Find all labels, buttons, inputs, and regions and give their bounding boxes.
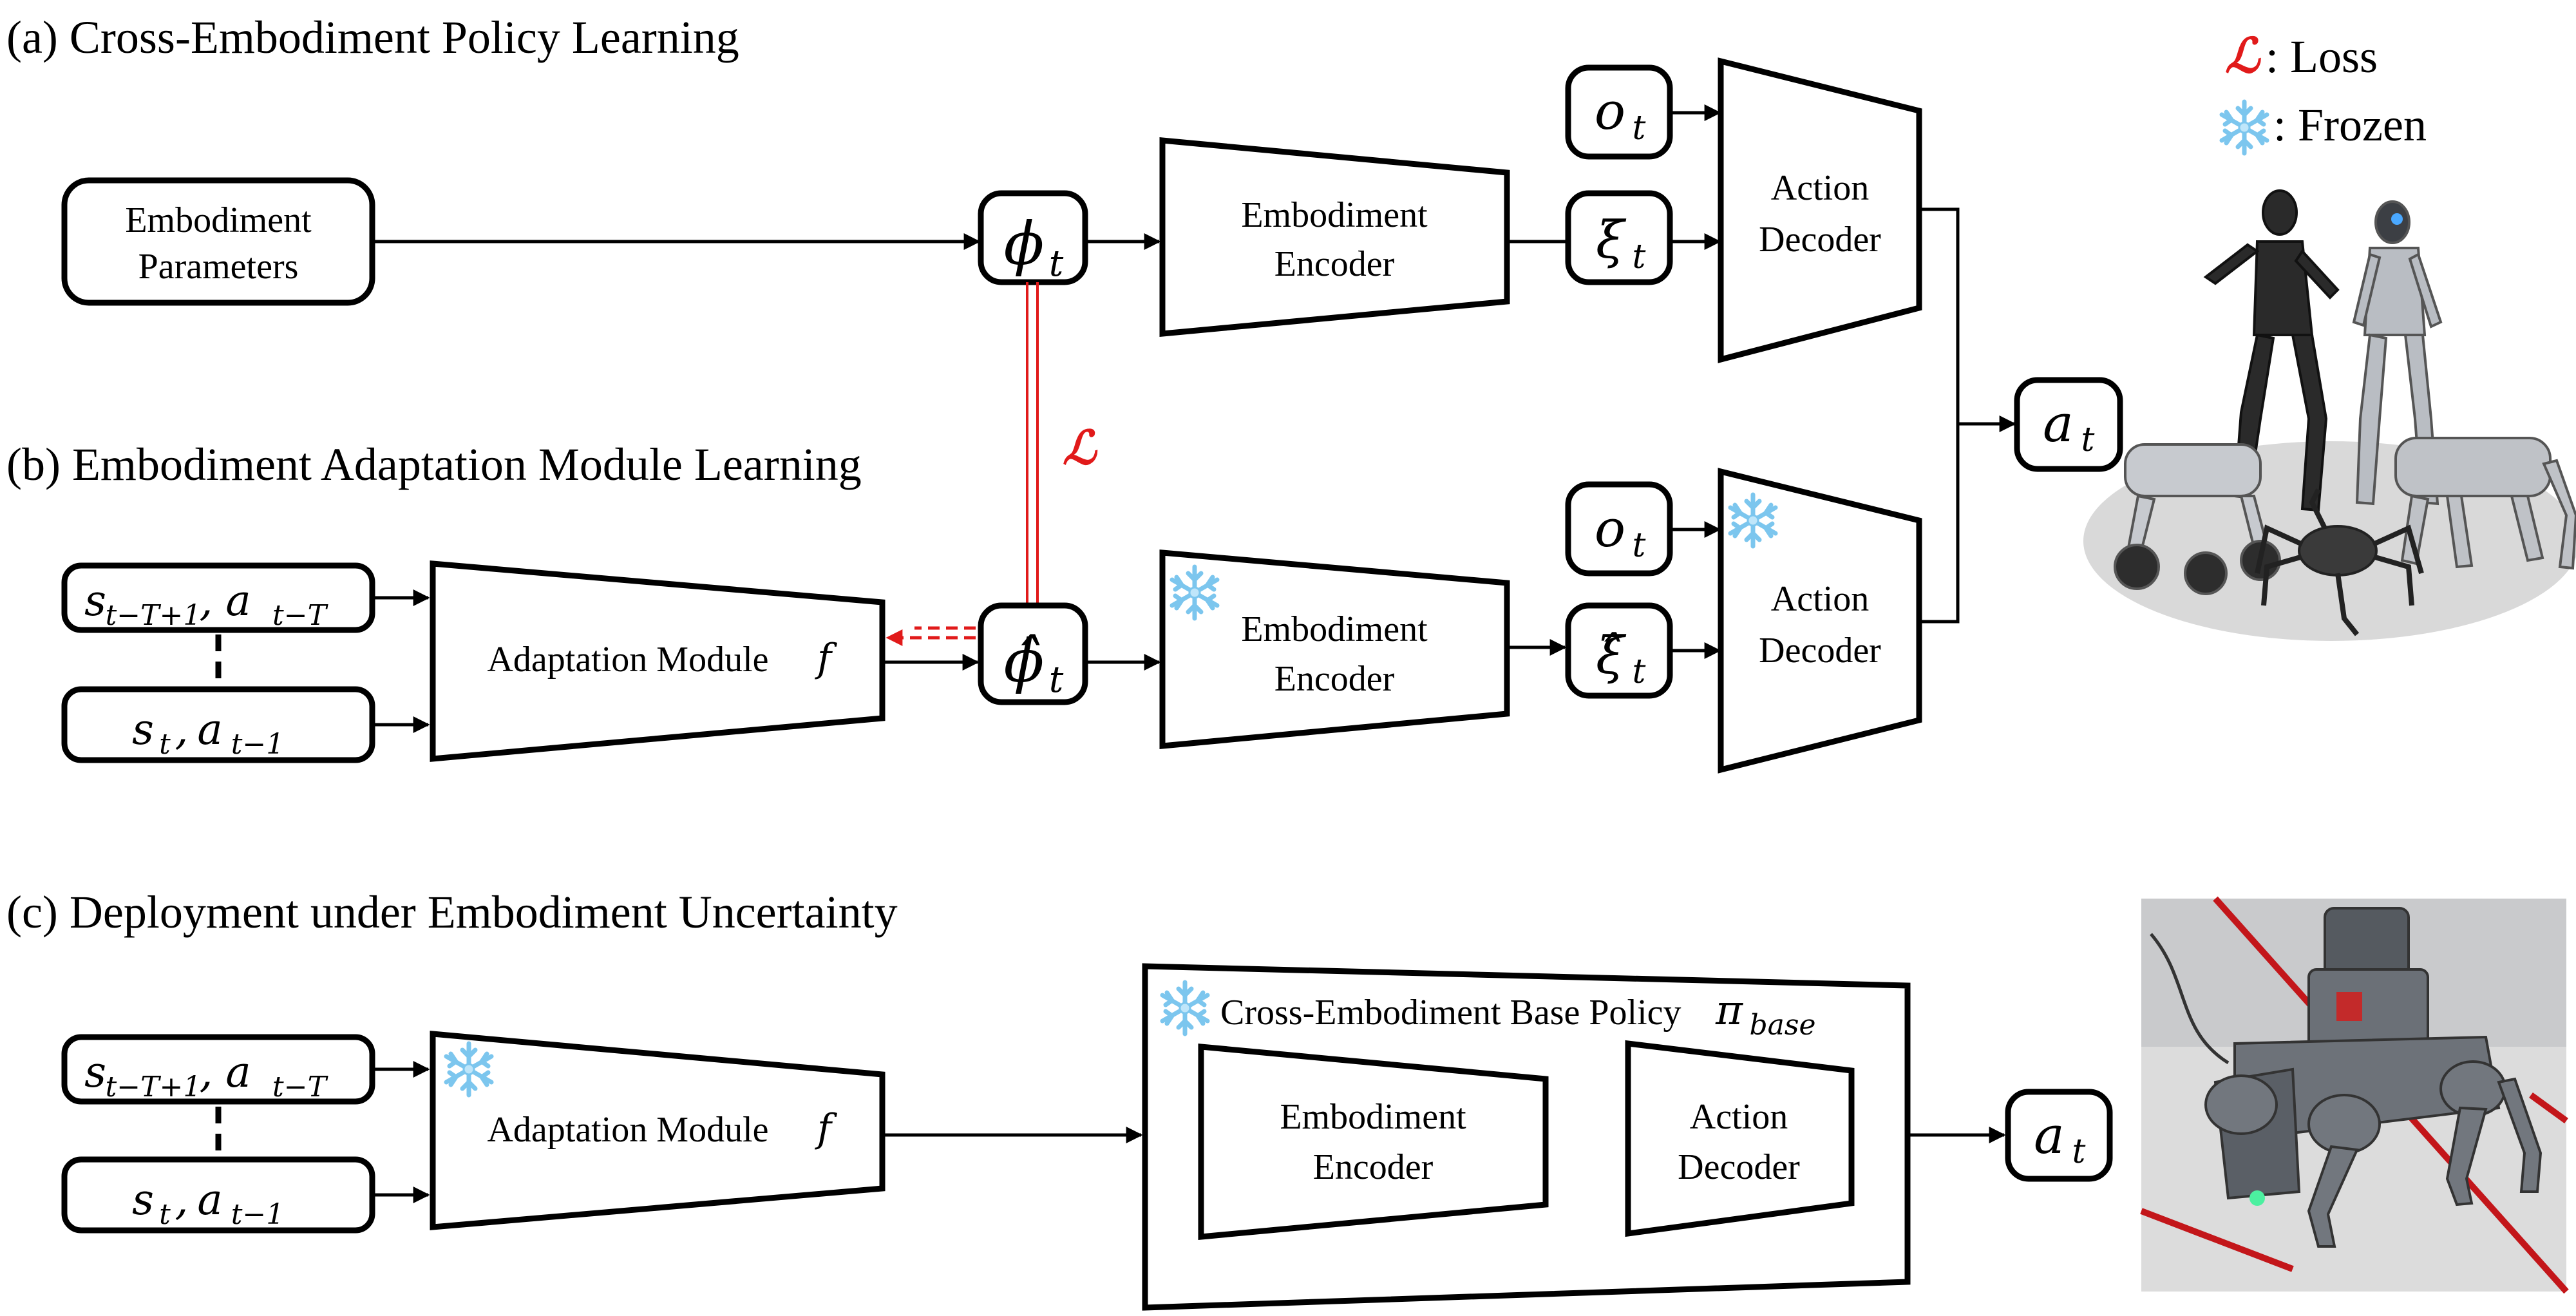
history-2-c-s: s [132,1175,154,1225]
embodiment-encoder-a [1159,137,1510,337]
action-decoder-a-label-1: Action [1771,168,1869,208]
embodiment-parameters-label-2: Parameters [138,247,299,287]
action-decoder-c-label-2: Decoder [1678,1147,1800,1187]
legend-snowflake-icon [2222,102,2267,153]
history-2-b-s: s [132,705,154,754]
history-2-b-ssub: t [159,728,171,761]
base-policy-pi-sub: base [1749,1009,1815,1042]
xi-t-subscript-a: t [1633,238,1646,276]
history-1-b-ssub: t−T+1 [106,599,202,632]
action-decoder-c-label-1: Action [1690,1097,1788,1137]
adaptation-module-c [430,1031,886,1230]
history-1-c-a: a [225,1047,251,1097]
embodiment-encoder-b-label-2: Encoder [1274,659,1395,699]
history-2-c-asub: t−1 [231,1198,285,1231]
loss-symbol: ℒ [1063,420,1098,475]
history-1-b-comma: , [200,576,213,625]
action-decoder-b [1718,468,1922,774]
embodiment-encoder-c [1198,1044,1549,1240]
base-policy-title: Cross-Embodiment Base Policy [1220,993,1681,1033]
legend-frozen-label: : Frozen [2273,99,2427,151]
history-2-c-ssub: t [159,1198,171,1231]
phi-t-symbol: ϕ [1004,209,1045,278]
history-2-b-comma: , [175,705,189,754]
xi-t-symbol-a: ξ [1596,210,1627,270]
history-2-c-a: a [197,1175,222,1225]
o-t-subscript-a: t [1633,109,1646,148]
adaptation-module-b [430,560,886,762]
history-1-b-s: s [84,576,106,625]
caption-a: (a) Cross-Embodiment Policy Learning [6,12,739,63]
embodiment-encoder-b [1159,549,1510,749]
action-decoder-c [1625,1040,1855,1237]
embodiment-encoder-c-label-2: Encoder [1313,1147,1434,1187]
o-t-subscript-b: t [1633,526,1646,565]
phi-t-box [978,190,1088,285]
action-decoder-b-label-1: Action [1771,579,1869,619]
history-1-b-asub: t−T [272,599,329,632]
o-t-symbol-a: o [1595,81,1625,141]
history-2-c-comma: , [175,1175,189,1225]
history-1-c-asub: t−T [272,1071,329,1103]
caption-c: (c) Deployment under Embodiment Uncertai… [6,886,898,938]
quadruped-photo [2140,896,2569,1294]
a-t-subscript-bottom: t [2072,1132,2086,1171]
o-t-symbol-b: o [1595,499,1625,558]
history-1-c-s: s [84,1047,106,1097]
phi-hat-t-box [978,602,1088,705]
embodiment-encoder-b-label-1: Embodiment [1241,609,1428,649]
embodiment-parameters-label-1: Embodiment [125,200,312,240]
action-decoder-a-label-2: Decoder [1759,220,1881,260]
history-2-b-asub: t−1 [231,728,285,761]
history-1-c-ssub: t−T+1 [106,1071,202,1103]
xi-hat-t-symbol-b: ξ̂ [1596,625,1627,685]
history-2-b-a: a [197,705,222,754]
caption-b: (b) Embodiment Adaptation Module Learnin… [6,439,862,490]
phi-t-subscript: t [1049,243,1064,285]
a-t-box-top [2014,377,2123,472]
a-t-symbol-top: a [2043,394,2074,453]
embodiment-encoder-c-label-1: Embodiment [1280,1097,1466,1137]
phi-hat-t-subscript: t [1049,659,1064,701]
xi-hat-t-subscript-b: t [1633,653,1646,691]
a-t-box-bottom [2005,1089,2113,1182]
a-t-symbol-bottom: a [2034,1105,2065,1165]
a-t-subscript-top: t [2081,421,2095,459]
embodiment-encoder-a-label-2: Encoder [1274,244,1395,284]
adaptation-module-b-label: Adaptation Module [487,640,768,680]
action-decoder-b-label-2: Decoder [1759,631,1881,671]
robot-group-illustration [2083,189,2576,641]
action-decoder-a [1718,57,1922,363]
history-1-c-comma: , [200,1047,213,1097]
adaptation-module-c-label: Adaptation Module [487,1110,768,1150]
base-policy-pi: π [1715,987,1743,1035]
embodiment-encoder-a-label-1: Embodiment [1241,195,1428,235]
history-1-b-a: a [225,576,251,625]
xi-t-box-a [1565,190,1673,285]
legend-loss-label: : Loss [2266,31,2378,82]
phi-hat-t-symbol: ϕ̂ [1004,627,1045,696]
legend-loss-symbol: ℒ [2225,28,2261,84]
